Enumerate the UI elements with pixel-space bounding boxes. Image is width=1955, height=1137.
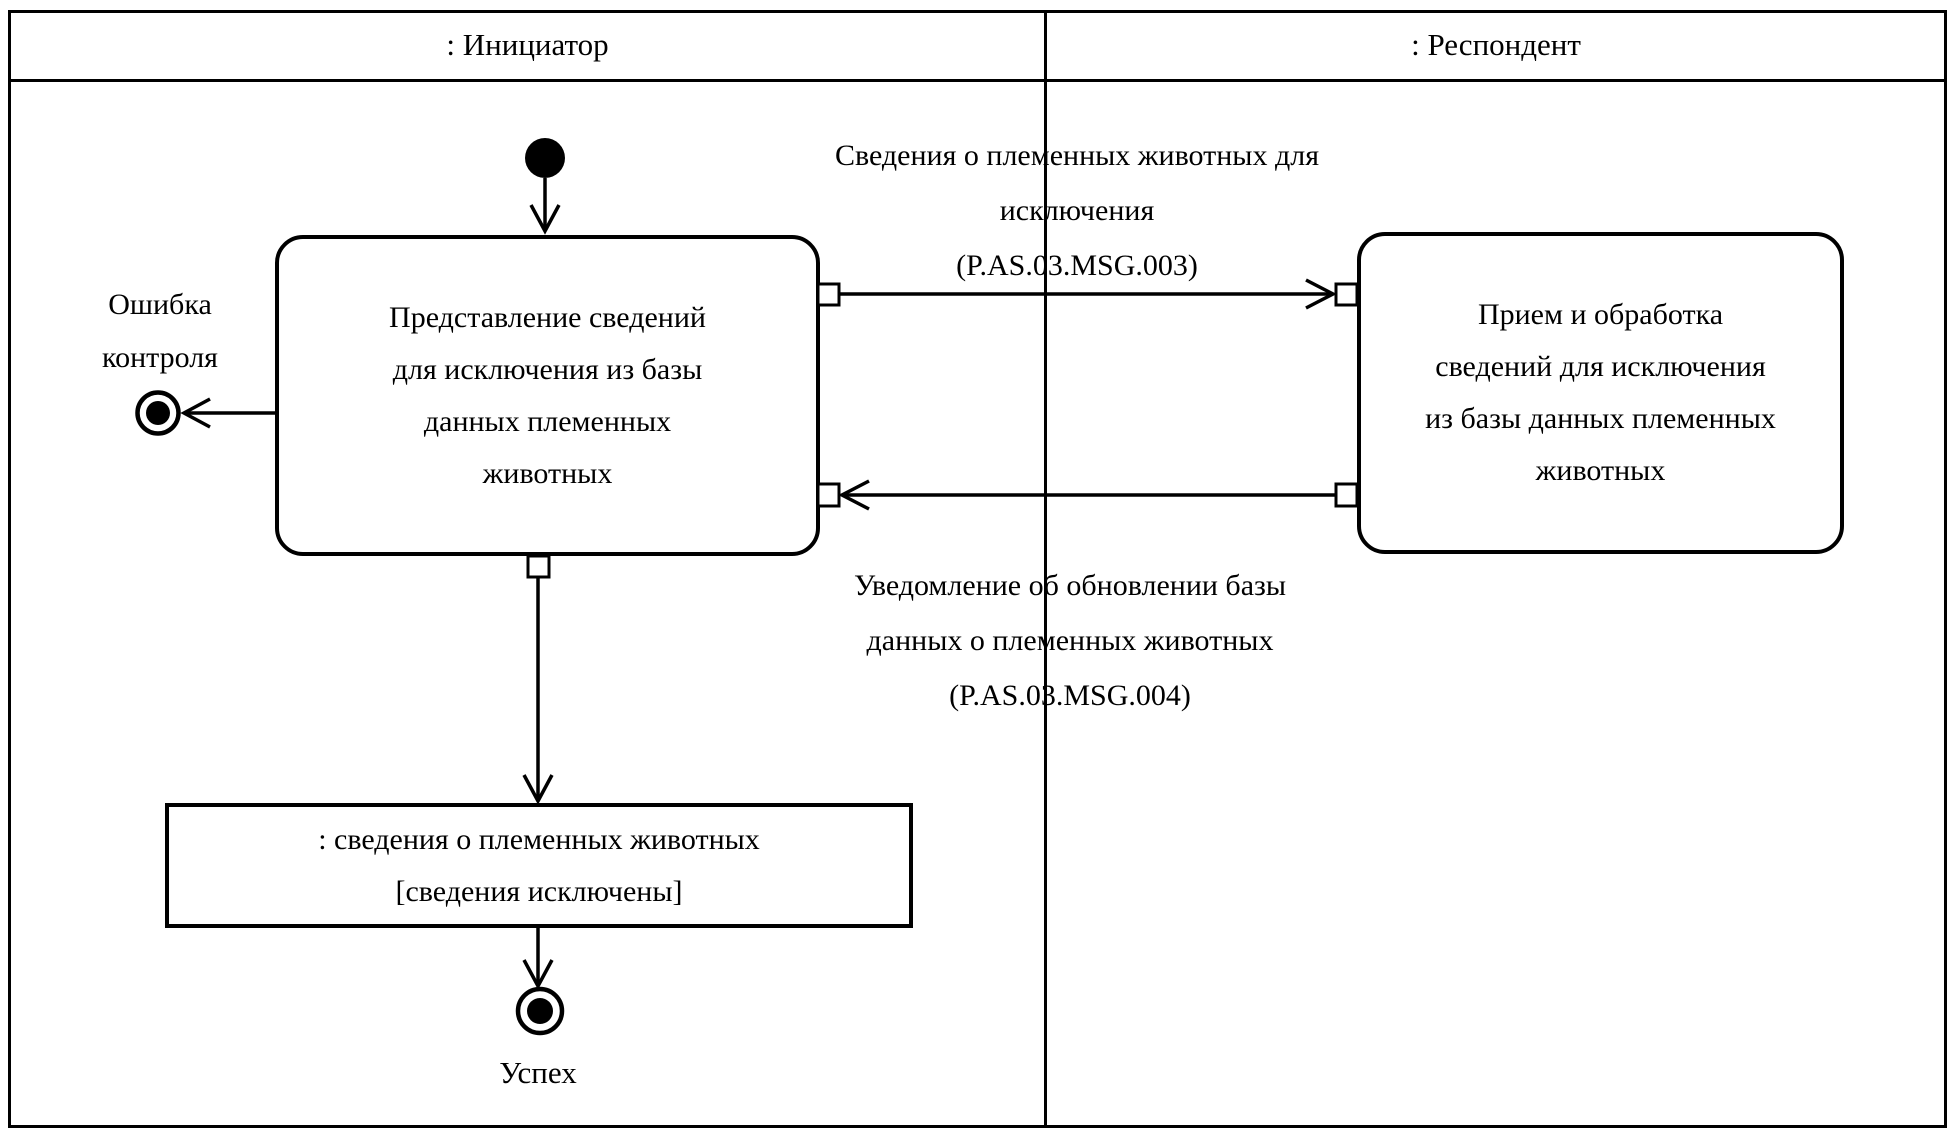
header-separator (8, 79, 1947, 82)
lane-header-initiator: : Инициатор (11, 10, 1044, 80)
object-node-label: : сведения о племенных животных [сведени… (318, 822, 760, 908)
pin-right-box-in-top (1334, 282, 1359, 307)
message-request-label: Сведения о племенных животных для исключ… (834, 139, 1319, 282)
activity-submit-exclusion: Представление сведений для исключения из… (275, 235, 820, 556)
pin-left-box-in-bottom (816, 482, 841, 508)
connector-pins (526, 282, 1359, 579)
lane-header-initiator-label: : Инициатор (446, 27, 609, 62)
object-node-breeding-animals: : сведения о племенных животных [сведени… (165, 803, 913, 928)
activity-submit-exclusion-label: Представление сведений для исключения из… (389, 300, 706, 490)
activity-receive-process: Прием и обработка сведений для исключени… (1357, 232, 1844, 554)
final-arrow (522, 927, 554, 990)
error-arrow (180, 397, 275, 429)
pin-left-box-bottom (526, 554, 551, 579)
initial-node (525, 138, 565, 178)
success-final-label: Успех (499, 1055, 577, 1090)
error-final-node (135, 390, 181, 436)
message-response-label: Уведомление об обновлении базы данных о … (853, 569, 1287, 712)
error-final-label: Ошибка контроля (102, 288, 218, 374)
object-arrow (522, 577, 554, 805)
swimlane-divider (1044, 10, 1047, 1128)
diagram-frame (8, 10, 1947, 1128)
success-final-node (515, 986, 565, 1036)
request-arrow (839, 278, 1337, 310)
pin-right-box-out-bottom (1334, 482, 1359, 508)
start-arrow (529, 178, 561, 235)
activity-receive-process-label: Прием и обработка сведений для исключени… (1425, 298, 1776, 487)
response-arrow (838, 479, 1335, 511)
lane-header-respondent-label: : Респондент (1411, 27, 1581, 62)
lane-header-respondent: : Респондент (1047, 10, 1945, 80)
pin-left-box-out-top (816, 282, 841, 307)
